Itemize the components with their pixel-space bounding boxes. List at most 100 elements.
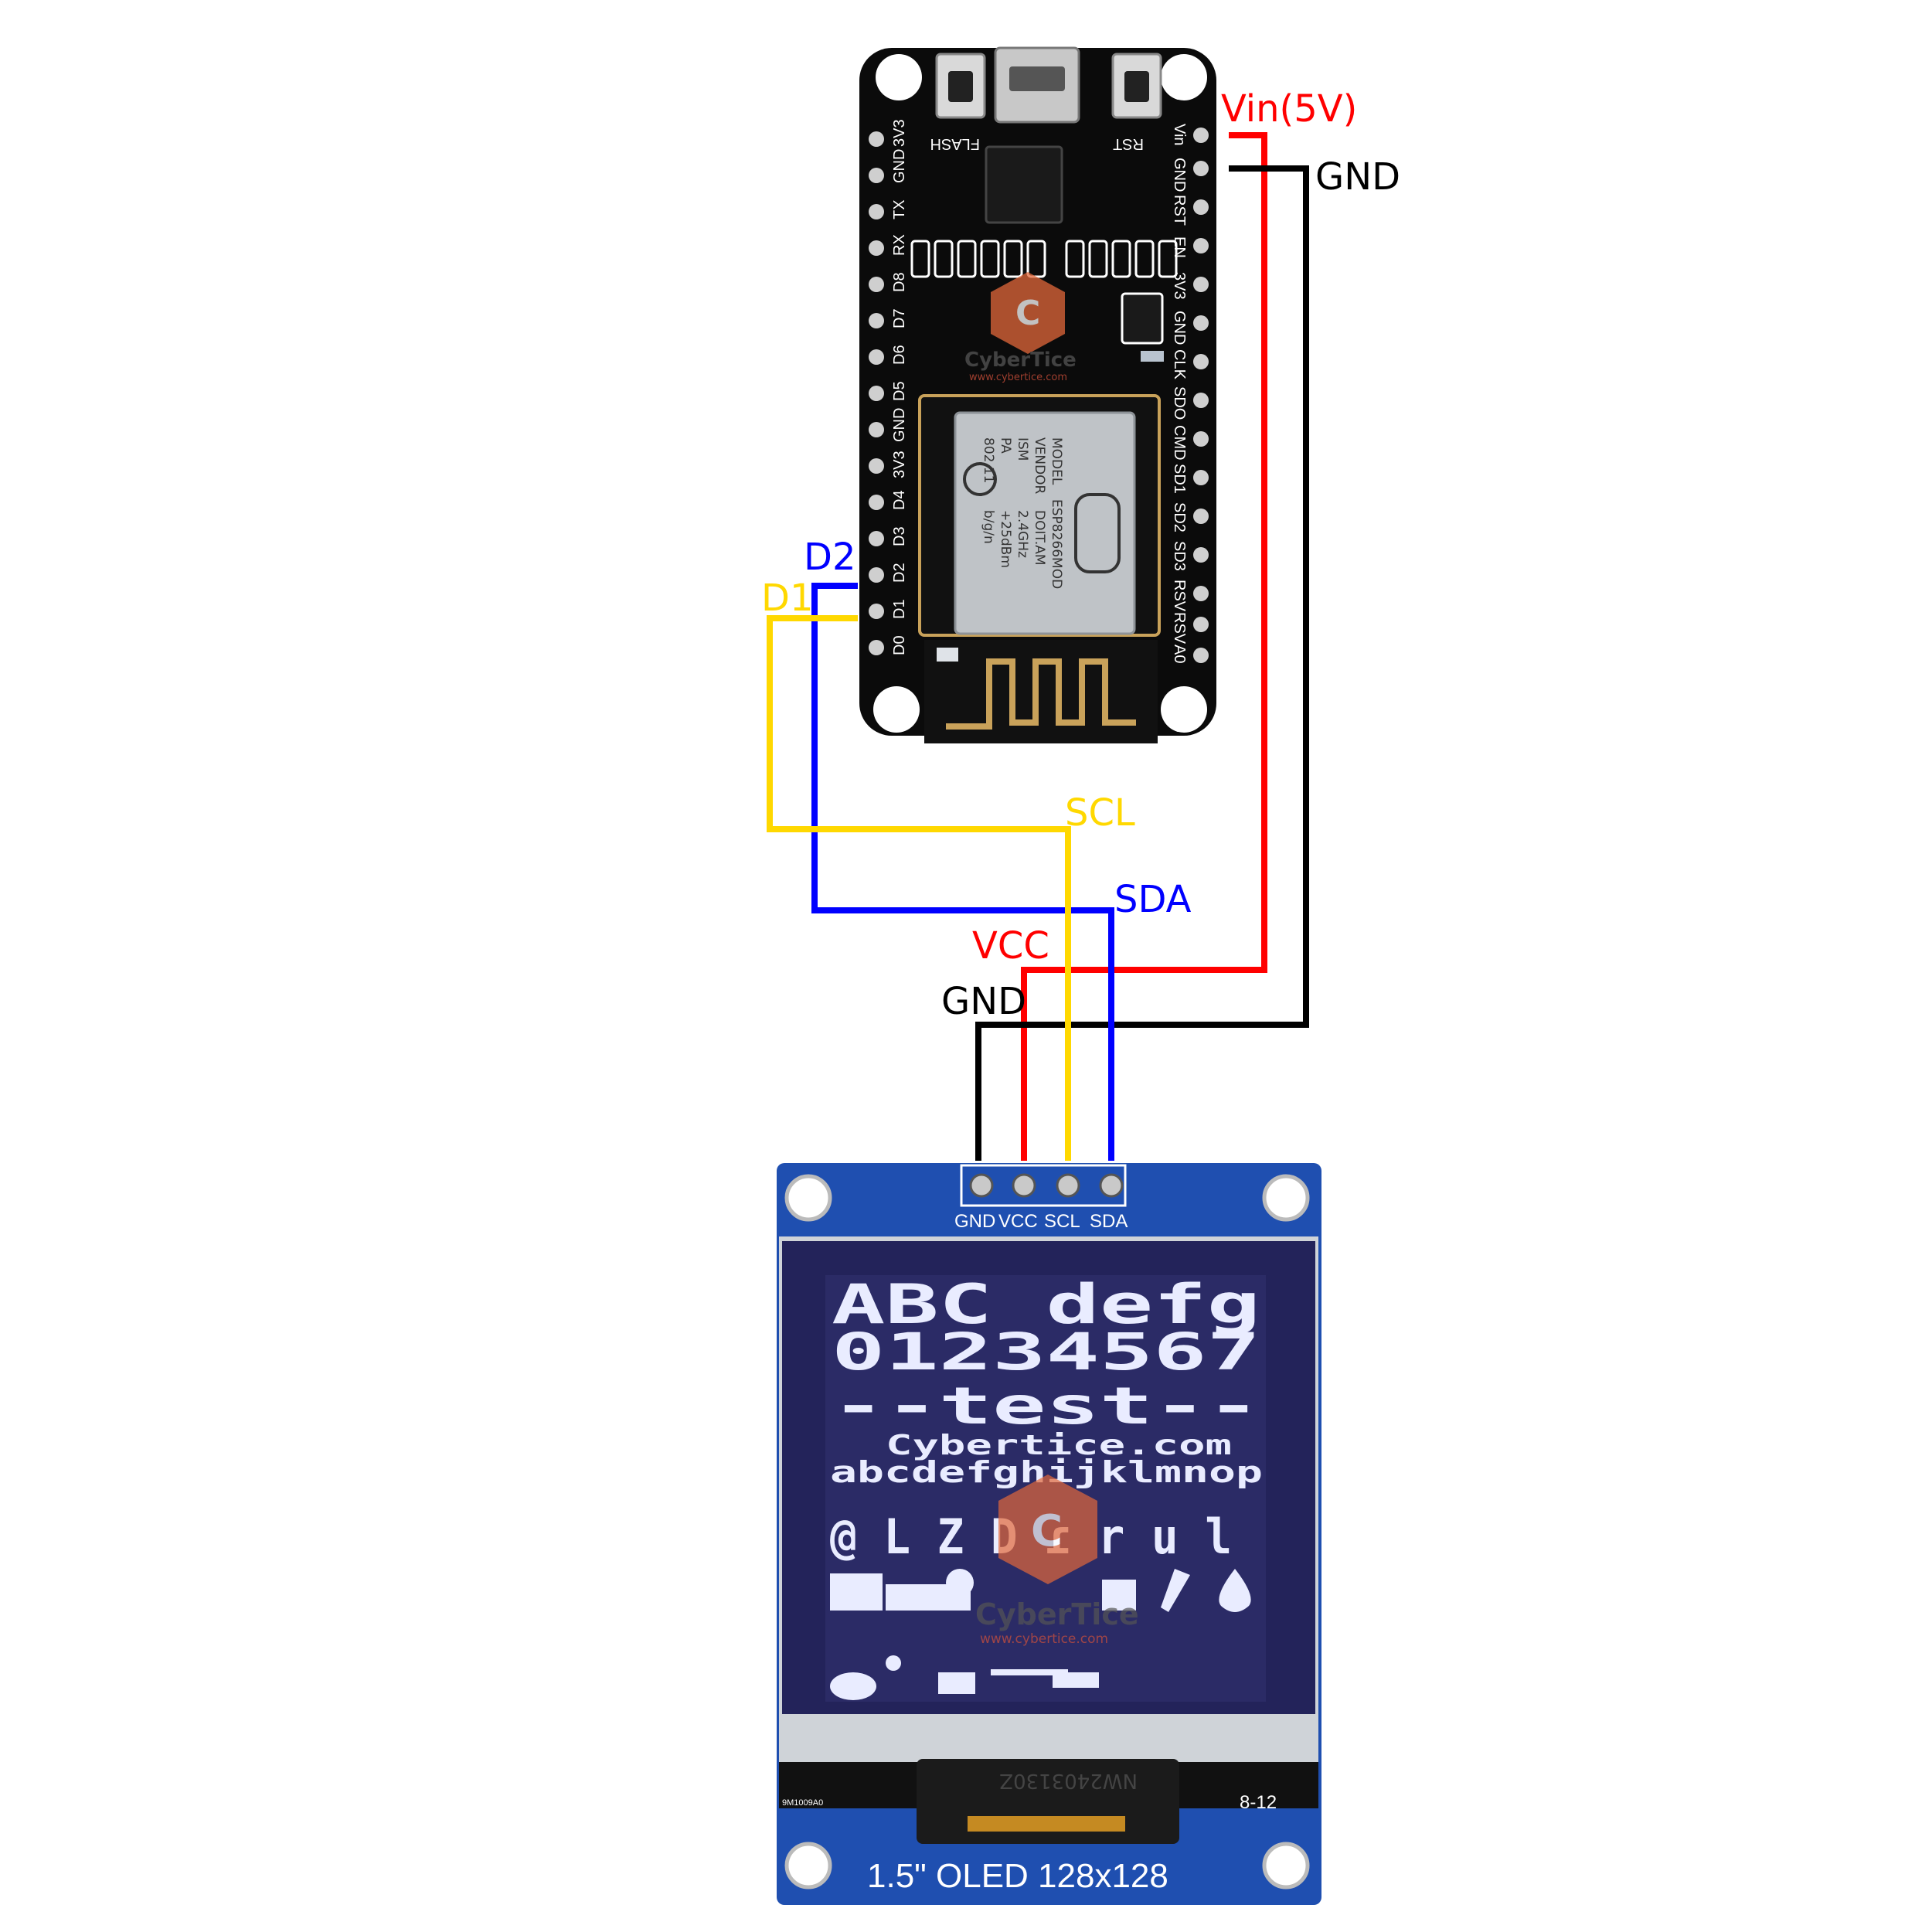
vin-wire (1021, 132, 1267, 1161)
bars-icon (938, 1672, 975, 1694)
fcc-logo (963, 462, 997, 496)
header-pin (1056, 1173, 1080, 1198)
mount-hole (1262, 1842, 1310, 1889)
d2-label: D2 (804, 536, 856, 579)
watermark-logo: C (1031, 1506, 1063, 1556)
oled-pin-label-vcc: VCC (998, 1211, 1038, 1232)
pin-label: D6 (891, 345, 908, 365)
pin-label: TX (891, 199, 908, 219)
d1-label: D1 (761, 577, 814, 620)
scl-wire (767, 615, 1071, 1161)
pin-label: D8 (891, 272, 908, 292)
screen-bottom-row (830, 1655, 1099, 1700)
mount-hole (784, 1174, 832, 1222)
box-icon (1102, 1580, 1136, 1611)
mount-hole (784, 1842, 832, 1889)
watermark-text: CyberTice (975, 1597, 1139, 1631)
screen-icon-row (830, 1569, 1251, 1612)
pin-label: SD3 (1171, 541, 1188, 571)
mount-hole (1161, 686, 1207, 733)
rst-button-cap (1124, 71, 1149, 102)
mount-hole (876, 54, 922, 100)
esp-module-text: MODEL VENDOR ISM PA 802.11 ESP8266MOD DO… (981, 437, 1064, 589)
screen-line-3: --test-- (832, 1376, 1260, 1436)
screen-line-2: 01234567 (832, 1322, 1260, 1382)
pin-label: D0 (891, 635, 908, 655)
rst-label: RST (1113, 135, 1144, 152)
mount-hole (1262, 1174, 1310, 1222)
pin-label: RX (891, 234, 908, 256)
gnd-wire (975, 165, 1309, 1161)
gnd-bottom-label: GND (941, 980, 1026, 1023)
mount-hole (1161, 54, 1207, 100)
mount-hole (873, 686, 920, 733)
module-text: VENDOR (1032, 437, 1047, 495)
module-text: ESP8266MOD (1049, 499, 1064, 589)
truck-icon (830, 1573, 883, 1611)
oled-title: 1.5" OLED 128x128 (867, 1857, 1168, 1895)
header-pin (1099, 1173, 1124, 1198)
pin-label: GND (1171, 158, 1188, 192)
bubble-icon (946, 1569, 974, 1597)
module-text: b/g/n (981, 510, 996, 544)
pin-label: EN (1171, 236, 1188, 258)
flex-cable-gold (968, 1816, 1125, 1832)
pin-label: RST (1171, 195, 1188, 226)
left-pin-labels: 3V3 GND TX RX D8 D7 D6 D5 GND 3V3 D4 D3 … (891, 119, 908, 655)
header-pin (969, 1173, 994, 1198)
right-pins (1193, 128, 1209, 663)
brush-icon (1161, 1569, 1190, 1612)
watermark-url: www.cybertice.com (980, 1631, 1108, 1647)
pin-label: 3V3 (891, 451, 908, 478)
oled-module: GND VCC SCL SDA ABC defg 01234567 --test… (777, 1163, 1321, 1905)
oled-watermark: C CyberTice www.cybertice.com (975, 1475, 1139, 1647)
pin-label: A0 (1171, 645, 1188, 663)
pin-label: D3 (891, 526, 908, 546)
pin-label: RSV (1171, 580, 1188, 612)
pin-label: D5 (891, 381, 908, 401)
nodemcu-watermark: C CyberTice www.cybertice.com (964, 272, 1077, 383)
pin-label: 3V3 (1171, 272, 1188, 300)
pin-label: GND (1171, 311, 1188, 345)
module-text: +25dBm (998, 510, 1013, 568)
right-pin-labels: Vin GND RST EN 3V3 GND CLK SDO CMD SD1 S… (1171, 124, 1188, 663)
pin-label: Vin (1171, 124, 1188, 146)
wifi-logo (1074, 493, 1121, 573)
watermark-url: www.cybertice.com (969, 372, 1067, 383)
pin-label: D4 (891, 490, 908, 510)
pin-label: CLK (1171, 349, 1188, 380)
small-drop-icon (886, 1655, 901, 1671)
code-right: 8-12 (1240, 1792, 1277, 1813)
led (937, 648, 958, 662)
watermark-text: CyberTice (964, 349, 1077, 372)
blob-icon (830, 1672, 876, 1700)
module-text: DOIT.AM (1032, 510, 1047, 566)
line-icon (991, 1669, 1068, 1675)
sda-label: SDA (1114, 878, 1192, 921)
esp-shield (954, 411, 1136, 635)
watermark-logo: C (1015, 294, 1040, 333)
pin-label: D1 (891, 599, 908, 619)
screen-line-4: Cybertice.com (886, 1430, 1232, 1461)
pin-label: SD1 (1171, 464, 1188, 494)
left-pins (869, 131, 884, 655)
gnd-top-label: GND (1315, 155, 1400, 199)
usb-port-opening (1009, 66, 1065, 91)
flash-label: FLASH (930, 135, 980, 152)
usb-serial-chip (985, 145, 1063, 224)
screen-line-1: ABC defg (832, 1273, 1260, 1336)
capacitor (1141, 351, 1164, 362)
pin-label: GND (891, 408, 908, 442)
flex-code: NW2403130Z (999, 1769, 1138, 1792)
oled-pin-label-scl: SCL (1044, 1211, 1080, 1232)
pin-label: SDO (1171, 386, 1188, 420)
pin-header (960, 1164, 1127, 1207)
oled-pin-label-sda: SDA (1090, 1211, 1128, 1232)
pin-label: GND (891, 149, 908, 183)
code-left: 9M1009A0 (782, 1798, 823, 1808)
oled-screen-content: ABC defg 01234567 --test-- Cybertice.com… (830, 1273, 1263, 1700)
nodemcu-board: FLASH RST (859, 46, 1216, 743)
module-text: ISM (1015, 437, 1030, 461)
drop-icon (1219, 1569, 1251, 1612)
